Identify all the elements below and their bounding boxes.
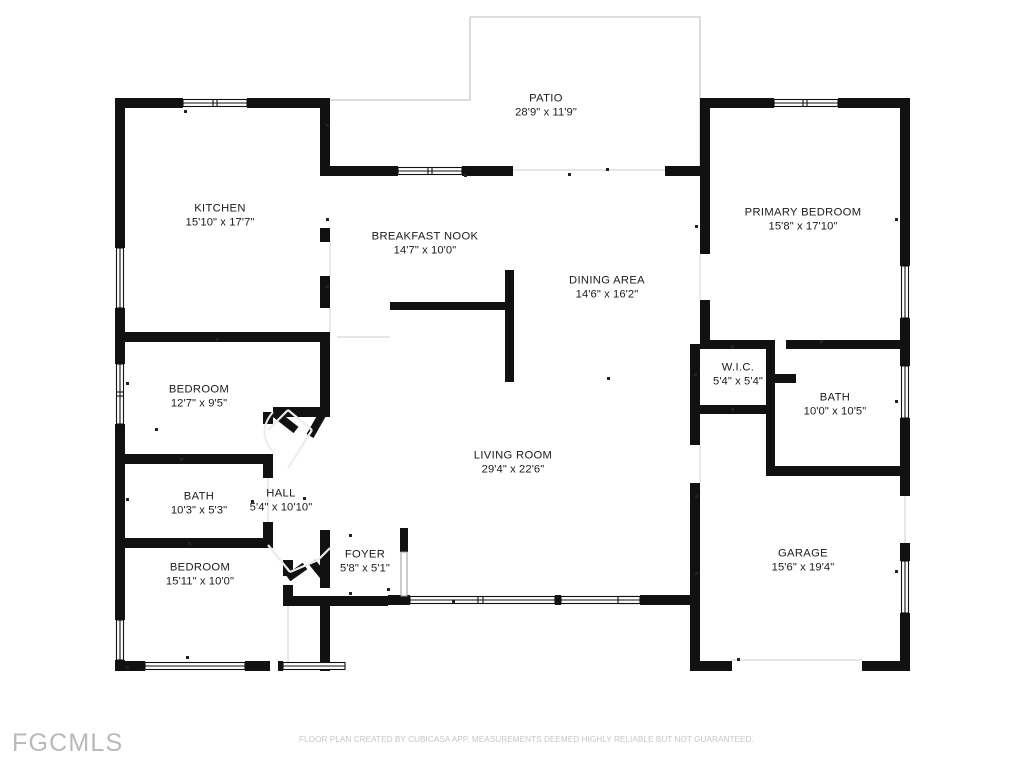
- windows: [115, 98, 910, 671]
- door-swing-arcs: [266, 409, 331, 574]
- walls: [115, 98, 910, 671]
- opening-lines: [287, 169, 906, 668]
- doors: [263, 408, 329, 582]
- patio-outline: [330, 16, 701, 170]
- mls-watermark: FGCMLS: [12, 729, 124, 757]
- measure-ticks: [126, 110, 898, 669]
- disclaimer-text: FLOOR PLAN CREATED BY CUBICASA APP. MEAS…: [299, 735, 754, 744]
